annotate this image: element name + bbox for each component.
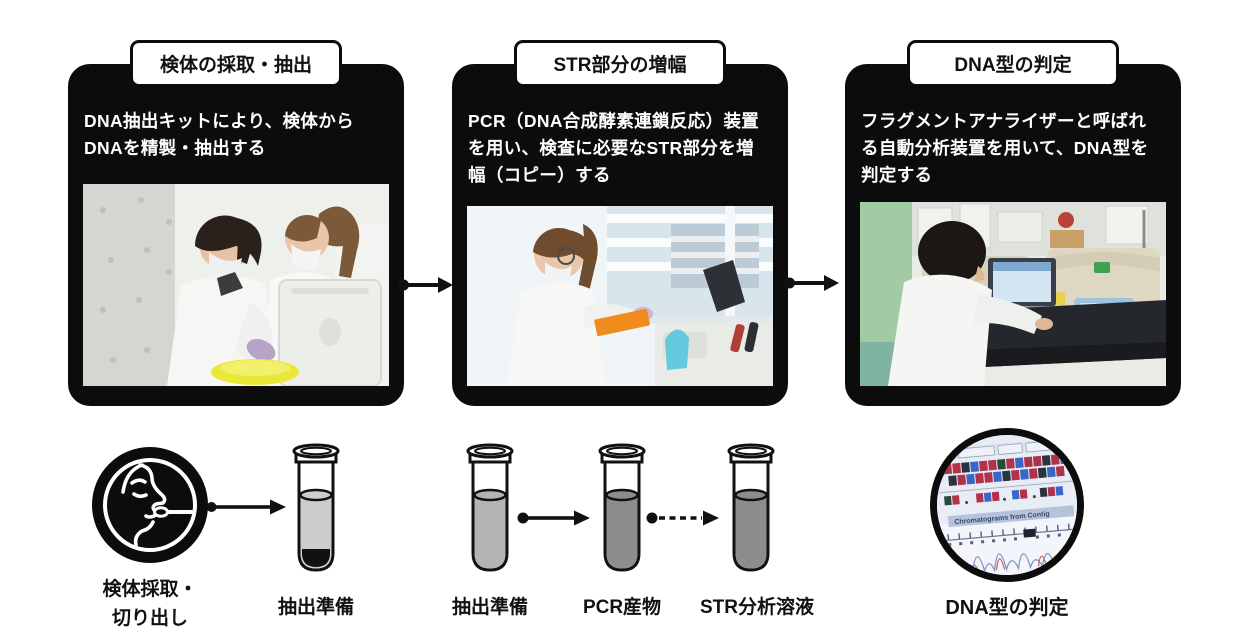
chromatogram-photo: Chromatograms from Contig xyxy=(930,428,1084,582)
step-description: DNA抽出キットにより、検体から DNAを精製・抽出する xyxy=(84,108,388,162)
tube-label-pcr-product: PCR産物 xyxy=(582,597,662,618)
step-card-str-amplification: STR部分の増幅 PCR（DNA合成酵素連鎖反応）装置 を用い、検査に必要なST… xyxy=(452,40,788,406)
arrow-right-icon xyxy=(206,499,286,515)
test-tube-extraction-prep-icon xyxy=(466,443,514,572)
buccal-swab-icon xyxy=(92,447,208,563)
step-description-line: 判定する xyxy=(861,165,933,186)
step-card-sample-extraction: 検体の採取・抽出 DNA抽出キットにより、検体から DNAを精製・抽出する xyxy=(68,40,404,406)
step-description-line: DNAを精製・抽出する xyxy=(84,138,266,159)
chromatogram-screen: Chromatograms from Contig xyxy=(937,435,1077,575)
arrow-right-icon xyxy=(398,277,453,293)
tube-label-str-solution: STR分析溶液 xyxy=(699,597,814,618)
photo-sample-extraction xyxy=(83,184,389,386)
test-tube-extraction-prep-icon xyxy=(292,443,340,572)
test-tube-pcr-product-icon xyxy=(598,443,646,572)
result-label: DNA型の判定 xyxy=(945,597,1069,619)
analyzer-lab-scene xyxy=(860,202,1166,386)
step-description-line: 幅（コピー）する xyxy=(468,165,611,186)
step-card-dna-typing: DNA型の判定 フラグメントアナライザーと呼ばれ る自動分析装置を用いて、DNA… xyxy=(845,40,1181,406)
tube-label-extraction-prep: 抽出準備 xyxy=(277,597,354,618)
tube-label-extraction-prep: 抽出準備 xyxy=(451,597,528,618)
sample-collection-label-line: 検体採取・ xyxy=(102,579,198,600)
step-description: フラグメントアナライザーと呼ばれ る自動分析装置を用いて、DNA型を 判定する xyxy=(861,108,1165,189)
arrow-right-icon xyxy=(784,275,839,291)
step-description: PCR（DNA合成酵素連鎖反応）装置 を用い、検査に必要なSTR部分を増 幅（コ… xyxy=(468,108,772,189)
arrow-right-icon xyxy=(517,510,590,526)
step-title-badge: DNA型の判定 xyxy=(907,40,1119,87)
sample-collection-label: 検体採取・ 切り出し xyxy=(70,576,230,633)
step-description-line: フラグメントアナライザーと呼ばれ xyxy=(861,111,1147,131)
pcr-lab-scene xyxy=(467,206,773,386)
step-description-line: る自動分析装置を用いて、DNA型を xyxy=(861,138,1149,159)
step-description-line: DNA抽出キットにより、検体から xyxy=(84,111,354,131)
photo-pcr-amplification xyxy=(467,206,773,386)
test-tube-str-solution-icon xyxy=(727,443,775,572)
arrow-right-dashed-icon xyxy=(646,510,719,526)
lab-extraction-scene xyxy=(83,184,389,386)
step-description-line: PCR（DNA合成酵素連鎖反応）装置 xyxy=(468,111,760,131)
step-title-badge: 検体の採取・抽出 xyxy=(130,40,342,87)
step-title-badge: STR部分の増幅 xyxy=(514,40,726,87)
sample-collection-label-line: 切り出し xyxy=(111,607,188,629)
photo-fragment-analyzer xyxy=(860,202,1166,386)
step-description-line: を用い、検査に必要なSTR部分を増 xyxy=(468,138,754,159)
